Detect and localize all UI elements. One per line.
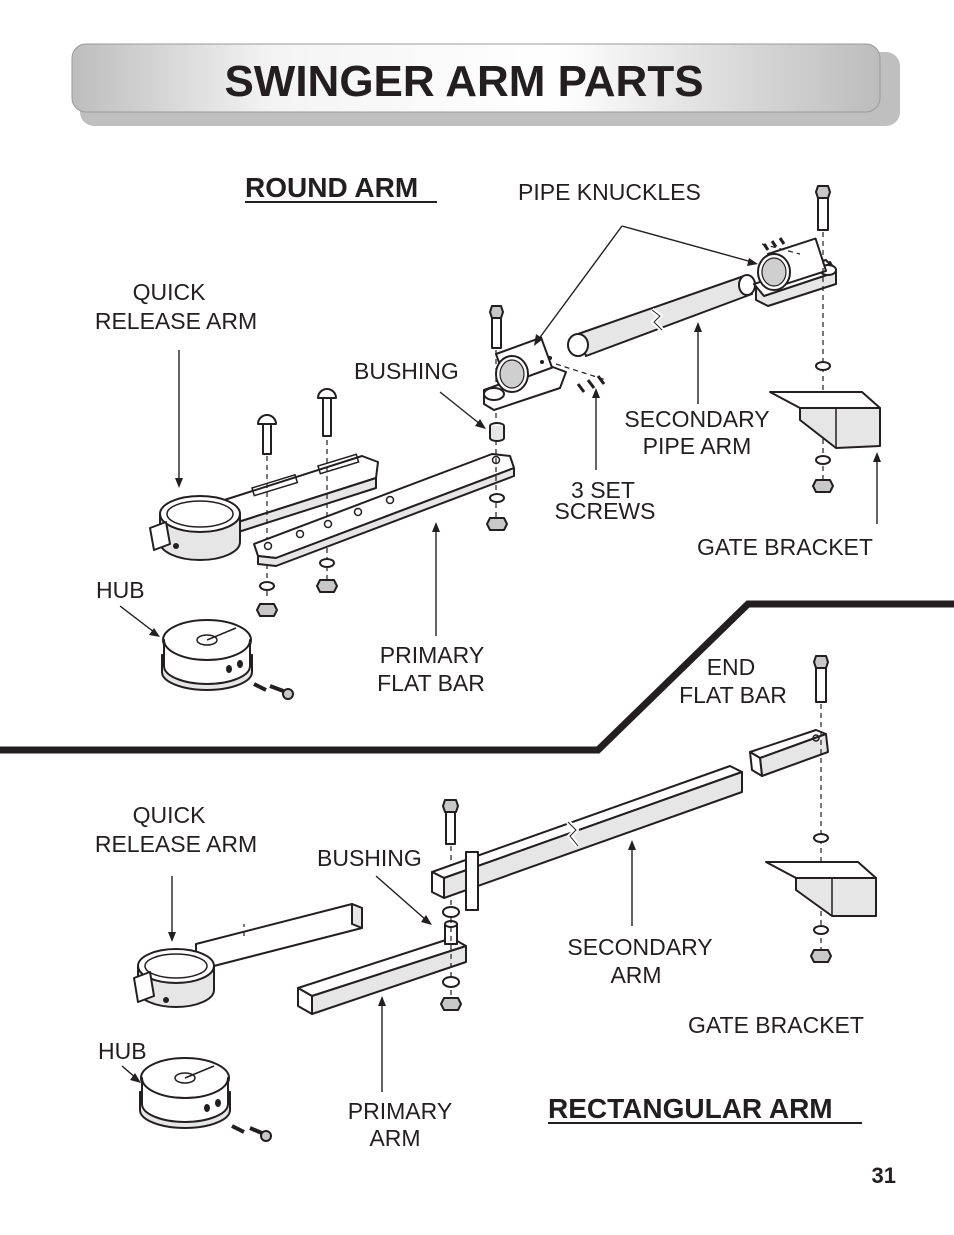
- label-bushing: BUSHING: [354, 358, 459, 384]
- rect-arm-leaders: [121, 840, 636, 1092]
- round-primary-flat-bar: [253, 453, 515, 567]
- rect-gate-bracket: [765, 861, 877, 917]
- label-secondary-pipe-arm-line1: SECONDARY: [624, 406, 769, 432]
- rect-hub: [139, 1057, 231, 1129]
- label-quick-release-arm-line1: QUICK: [133, 279, 207, 305]
- round-pipe-knuckle-far: [753, 237, 837, 307]
- round-arm-heading: ROUND ARM: [245, 172, 418, 203]
- label-secondary-arm-line1: SECONDARY: [567, 934, 712, 960]
- rect-primary-arm: [297, 920, 467, 1015]
- round-pipe-knuckle-near: [483, 336, 567, 411]
- label-secondary-arm-line2: ARM: [610, 962, 661, 988]
- label-quick-release-arm-line2: RELEASE ARM: [95, 831, 257, 857]
- label-end-flat-bar-line1: END: [707, 654, 756, 680]
- rect-primary-hardware: [440, 799, 462, 1011]
- page-title: SWINGER ARM PARTS: [224, 57, 703, 106]
- label-set-screws-line1: 3 SET: [571, 477, 635, 503]
- round-secondary-pipe-arm: [567, 274, 756, 357]
- section-divider: [0, 600, 954, 754]
- rectangular-arm-heading: RECTANGULAR ARM: [548, 1093, 833, 1124]
- round-carriage-bolts: [257, 388, 337, 600]
- label-primary-arm-line2: ARM: [369, 1125, 420, 1151]
- label-gate-bracket: GATE BRACKET: [697, 534, 873, 560]
- label-set-screws-line2: SCREWS: [555, 498, 656, 524]
- round-arm-leaders: [119, 225, 881, 637]
- rect-hub-screws: [231, 1124, 272, 1142]
- round-hub-screws: [253, 682, 294, 700]
- round-bushing: [486, 305, 508, 531]
- label-primary-flat-bar-line1: PRIMARY: [380, 642, 484, 668]
- label-hub: HUB: [98, 1038, 147, 1064]
- round-hub: [161, 619, 253, 691]
- rect-secondary-arm: [431, 765, 743, 911]
- rect-quick-release-arm: [133, 903, 363, 1008]
- rectangular-arm-section: END FLAT BAR QUICK RELEASE ARM BUSHING S…: [95, 654, 877, 1151]
- round-arm-section: ROUND ARM: [95, 172, 881, 700]
- label-primary-flat-bar-line2: FLAT BAR: [377, 670, 485, 696]
- label-secondary-pipe-arm-line2: PIPE ARM: [643, 433, 752, 459]
- rect-end-flat-bar: [749, 729, 829, 777]
- rect-gate-bolt: [810, 655, 832, 963]
- round-quick-release-arm: [149, 453, 379, 561]
- round-arm-hardware: [256, 558, 338, 617]
- page-number: 31: [872, 1163, 896, 1188]
- label-pipe-knuckles: PIPE KNUCKLES: [518, 179, 701, 205]
- label-bushing: BUSHING: [317, 845, 422, 871]
- label-primary-arm-line1: PRIMARY: [348, 1098, 452, 1124]
- round-gate-bolt: [812, 185, 834, 493]
- label-gate-bracket: GATE BRACKET: [688, 1012, 864, 1038]
- label-end-flat-bar-line2: FLAT BAR: [679, 682, 787, 708]
- round-set-screws: [555, 363, 607, 393]
- label-hub: HUB: [96, 577, 145, 603]
- label-quick-release-arm-line2: RELEASE ARM: [95, 308, 257, 334]
- title-banner: SWINGER ARM PARTS: [71, 43, 900, 126]
- round-gate-bracket: [769, 391, 881, 449]
- label-quick-release-arm-line1: QUICK: [133, 802, 207, 828]
